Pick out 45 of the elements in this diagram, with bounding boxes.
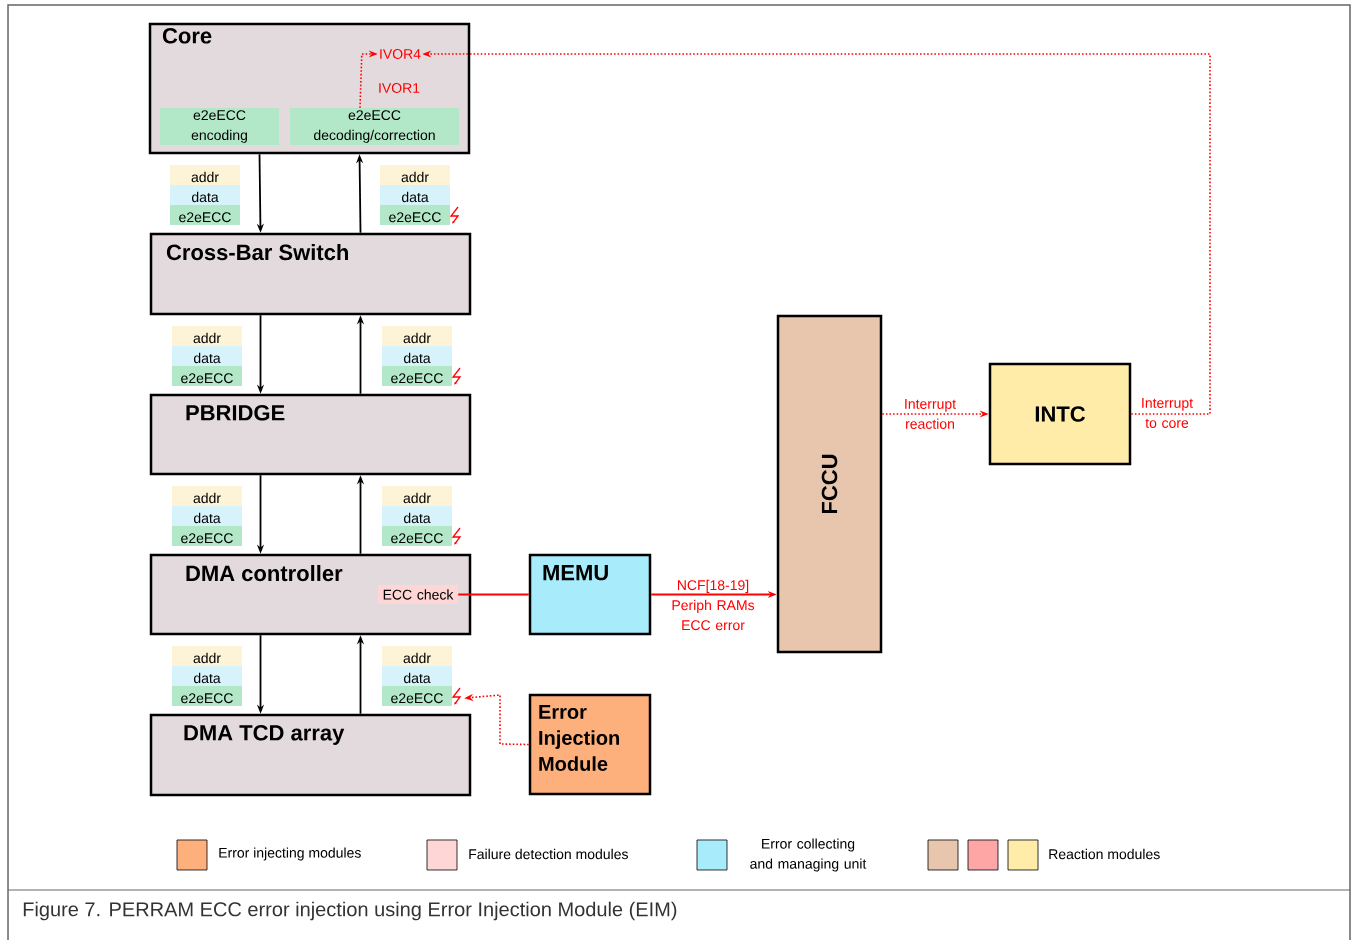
signal-stack: addr data e2eECC [380,165,450,225]
node-label: e2eECC [181,373,233,384]
node-label: e2eECC [179,212,231,223]
node-label: e2eECC [391,373,443,384]
module-box: PBRIDGE [149,393,472,476]
interrupt-label: IVOR4 [380,49,421,59]
node-label: data [193,672,221,684]
node-label: e2eECC [181,533,233,544]
edge-label: Interrupt to core [1142,398,1193,428]
legend-label: Error injecting modules [219,847,361,861]
module-box: Error Injection Module [528,693,652,796]
signal-stack: addr data e2eECC [382,326,452,386]
function-box: e2eECC encoding [160,108,279,145]
module-box: DMA TCD array [149,713,472,797]
edge-label: NCF[18-19] Periph RAMs ECC error [672,579,755,631]
legend-label: Failure detection modules [469,848,628,860]
node-label: data [403,512,431,524]
figure-caption: Figure 7. PERRAM ECC error injection using Error Injection Module (EIM) [23,901,677,921]
connector-line [457,593,530,596]
edge-label: Interrupt reaction [905,399,956,429]
function-box: ECC check [378,585,458,604]
node-label: e2eECC [181,693,233,704]
node-label: data [193,352,221,364]
edge-label: IVOR1 [379,83,420,93]
signal-stack: addr data e2eECC [382,646,452,706]
module-box: INTC [988,362,1132,466]
node-label: data [193,512,221,524]
node-label: e2eECC [391,533,443,544]
function-box: e2eECC decoding/correction [290,108,459,145]
module-box: FCCU [776,314,883,654]
legend-label: Error collecting and managing unit [750,838,867,872]
node-label: data [403,672,431,684]
node-label: data [403,352,431,364]
node-label: data [401,191,429,203]
signal-stack: addr data e2eECC [170,165,240,225]
signal-stack: addr data e2eECC [172,646,242,706]
module-box: Cross-Bar Switch [149,232,472,316]
signal-stack: addr data e2eECC [172,486,242,546]
signal-stack: addr data e2eECC [382,486,452,546]
legend-label: Reaction modules [1049,848,1160,860]
node-label: data [191,191,219,203]
signal-stack: addr data e2eECC [172,326,242,386]
node-label: e2eECC [391,693,443,704]
node-label: e2eECC [389,212,441,223]
module-box: MEMU [528,553,652,636]
